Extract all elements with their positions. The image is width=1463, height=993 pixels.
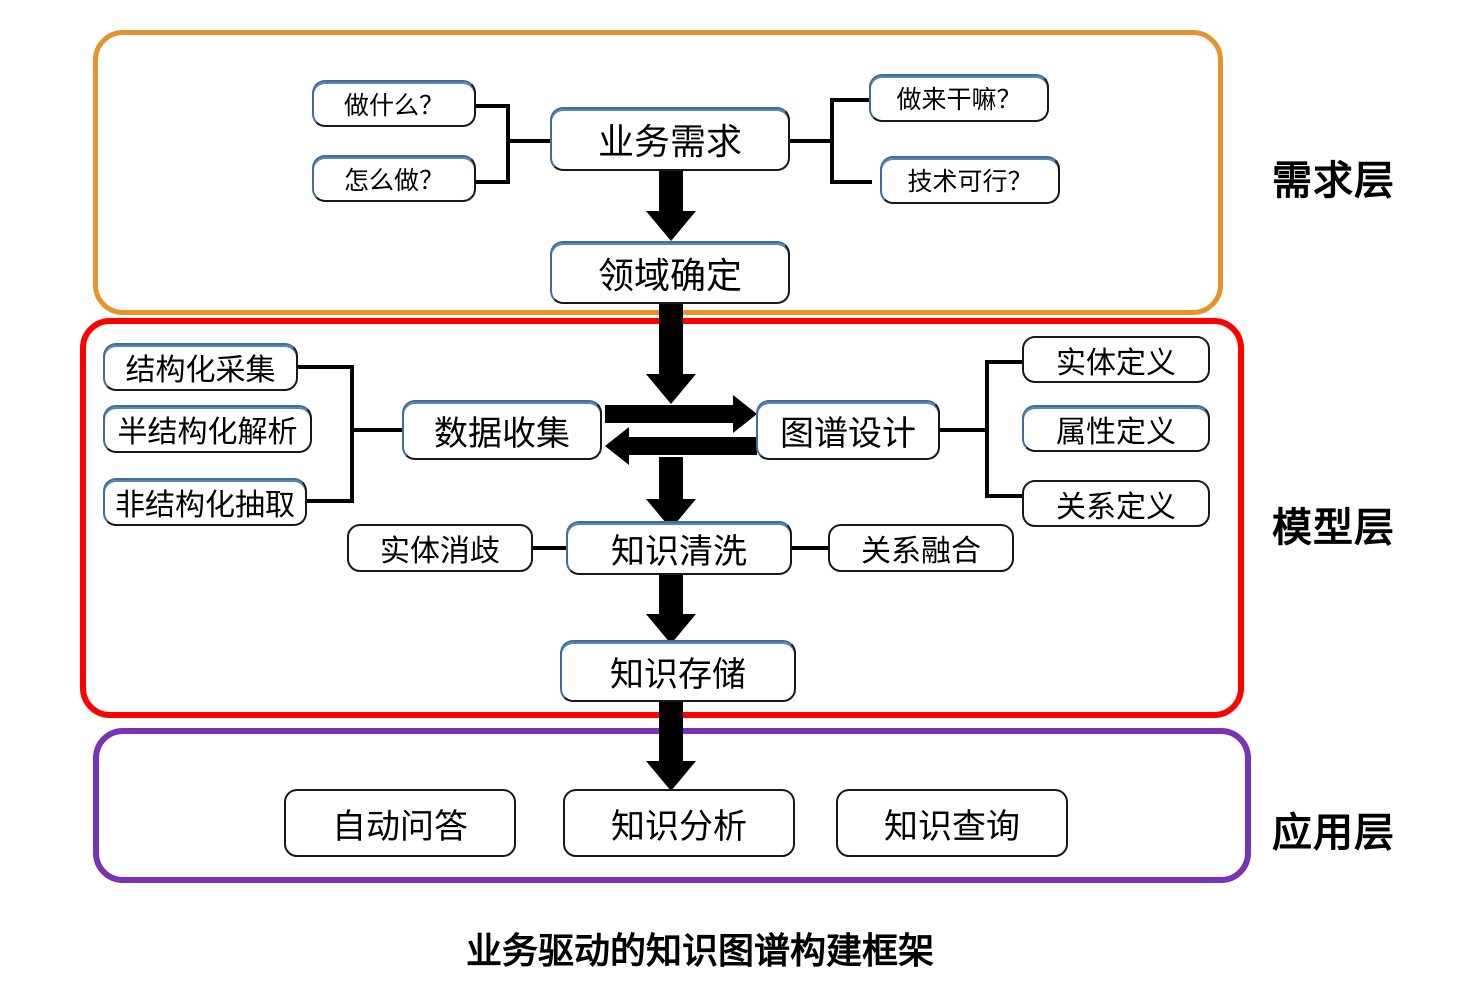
node-knowledge-cleaning[interactable]: 知识清洗 (566, 521, 792, 575)
bracket-left-questions-stem (506, 139, 554, 143)
figure-caption: 业务驱动的知识图谱构建框架 (465, 930, 934, 971)
arrow-design-to-data (605, 427, 757, 465)
node-question-purpose[interactable]: 做来干嘛？ (869, 74, 1049, 122)
node-knowledge-query[interactable]: 知识查询 (836, 789, 1068, 857)
bracket-collection-top (296, 365, 354, 369)
node-semi-structured-parsing[interactable]: 半结构化解析 (103, 405, 312, 453)
node-relation-definition[interactable]: 关系定义 (1022, 480, 1210, 527)
bracket-collection-bottom (305, 499, 354, 503)
bracket-right-questions-vertical (830, 98, 834, 184)
layer-label-requirement: 需求层 (1272, 159, 1395, 203)
arrow-cleaning-to-storage (646, 572, 696, 644)
bracket-design-bottom (985, 494, 1025, 498)
node-knowledge-storage[interactable]: 知识存储 (560, 640, 796, 702)
bracket-left-questions-vertical (506, 104, 510, 184)
layer-label-application: 应用层 (1272, 811, 1395, 855)
arrow-data-to-design (605, 395, 757, 433)
node-business-requirement[interactable]: 业务需求 (550, 107, 790, 171)
node-question-what[interactable]: 做什么？ (312, 80, 476, 127)
node-knowledge-analysis[interactable]: 知识分析 (563, 789, 795, 857)
bracket-right-questions-top (830, 98, 872, 102)
node-question-how[interactable]: 怎么做？ (312, 155, 476, 202)
layer-container-requirement (93, 30, 1223, 315)
node-graph-design[interactable]: 图谱设计 (756, 400, 940, 460)
node-entity-disambiguation[interactable]: 实体消歧 (347, 524, 533, 572)
bracket-right-questions-stem (790, 139, 834, 143)
arrow-requirement-to-domain (646, 171, 696, 241)
arrow-domain-to-data-collection (646, 300, 696, 404)
bracket-left-questions-bottom (470, 180, 510, 184)
node-data-collection[interactable]: 数据收集 (402, 400, 602, 460)
bracket-design-vertical (985, 360, 989, 498)
node-relation-fusion[interactable]: 关系融合 (828, 524, 1014, 572)
bracket-collection-stem (350, 428, 404, 432)
layer-label-model: 模型层 (1272, 506, 1395, 550)
node-attribute-definition[interactable]: 属性定义 (1022, 405, 1210, 452)
arrow-to-knowledge-cleaning (646, 457, 696, 529)
bracket-right-questions-bottom (830, 180, 872, 184)
node-unstructured-extraction[interactable]: 非结构化抽取 (103, 478, 307, 526)
bracket-design-top (985, 360, 1025, 364)
bracket-left-questions-top (470, 104, 510, 108)
node-structured-collection[interactable]: 结构化采集 (103, 343, 298, 391)
connector-disambiguation-to-cleaning (531, 546, 569, 550)
arrow-storage-to-application (646, 699, 696, 791)
connector-cleaning-to-fusion (790, 546, 830, 550)
node-question-feasibility[interactable]: 技术可行？ (880, 156, 1060, 204)
node-domain-determination[interactable]: 领域确定 (550, 241, 790, 304)
bracket-collection-vertical (350, 365, 354, 503)
node-auto-qa[interactable]: 自动问答 (284, 789, 516, 857)
node-entity-definition[interactable]: 实体定义 (1022, 336, 1210, 383)
bracket-design-stem (940, 428, 988, 432)
